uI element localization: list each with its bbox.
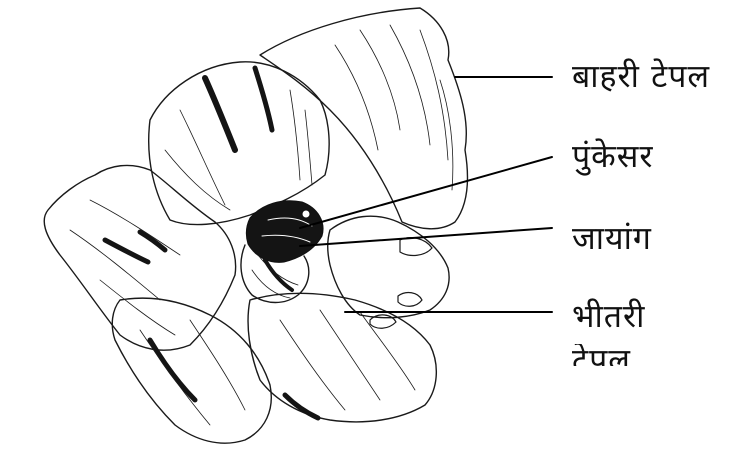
label-inner-tepal-line1: भीतरी — [572, 300, 645, 332]
label-inner-tepal-line2: टेपल — [572, 344, 631, 366]
right-tepal-outline — [328, 216, 449, 318]
label-pistil: जायांग — [572, 222, 652, 254]
leader-stamen — [300, 157, 552, 228]
stamen-mass — [246, 201, 323, 263]
leader-pistil — [300, 228, 552, 246]
outer-tepal-outline — [260, 8, 468, 229]
upper-tepal-outline — [149, 62, 329, 225]
label-stamen: पुंकेसर — [572, 140, 653, 172]
label-inner-tepal-line2-wrapper: टेपल — [572, 344, 631, 366]
label-outer-tepal: बाहरी टेपल — [572, 60, 710, 92]
